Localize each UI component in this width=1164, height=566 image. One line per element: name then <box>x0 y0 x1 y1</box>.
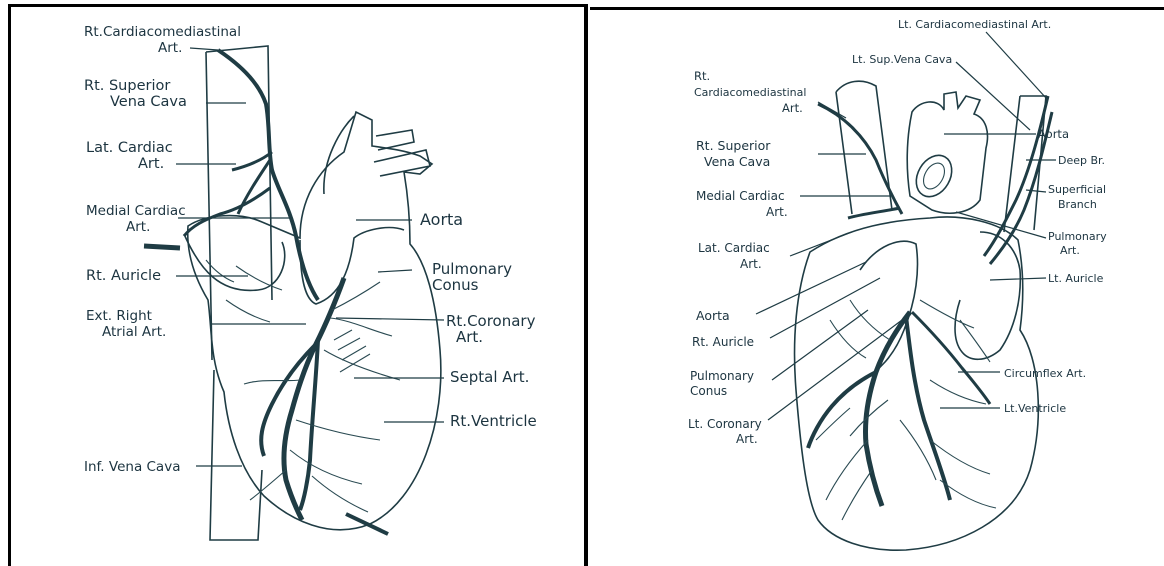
left-label-pulmonary-2: Conus <box>432 276 479 294</box>
right-pulmonary-cut-inner <box>919 159 949 192</box>
right-leader-rt-auricle <box>770 278 880 338</box>
left-label-lat-cardiac-2: Art. <box>138 156 164 172</box>
right-label-aorta-left: Aorta <box>696 308 730 323</box>
right-circumflex-art <box>912 312 990 404</box>
right-label-lat-cardiac-1: Lat. Cardiac <box>698 241 770 255</box>
right-rt-svc-outline <box>836 81 892 214</box>
right-pulmonary-cut <box>909 149 959 203</box>
right-label-lt-coronary-2: Art. <box>736 432 758 446</box>
right-leader-lat-cardiac <box>790 232 852 256</box>
left-small-branches <box>206 260 400 512</box>
right-leader-superficial <box>1026 190 1046 192</box>
right-label-medial-cardiac-1: Medial Cardiac <box>696 189 785 203</box>
left-label-ext-right-1: Ext. Right <box>86 308 152 324</box>
right-aorta-outline <box>907 92 987 213</box>
left-label-septal-art: Septal Art. <box>450 368 529 386</box>
right-label-rt-1: Rt. <box>694 69 710 83</box>
right-label-lt-sup-vc: Lt. Sup.Vena Cava <box>852 53 952 66</box>
right-leader-pulmonary-art <box>956 212 1046 238</box>
left-heart-outline <box>188 112 441 530</box>
left-heart-diagram: Rt.Cardiacomediastinal Art. Rt. Superior… <box>84 24 537 540</box>
left-leader-pulmonary <box>378 270 412 272</box>
right-lt-coronary-trunk <box>865 312 910 506</box>
left-label-medial-cardiac-2: Art. <box>126 219 150 235</box>
right-label-lat-cardiac-2: Art. <box>740 257 762 271</box>
left-label-inf-vena-cava: Inf. Vena Cava <box>84 459 180 475</box>
right-label-superficial-1: Superficial <box>1048 183 1106 196</box>
left-label-rt-cardiaco-1: Rt.Cardiacomediastinal <box>84 24 241 40</box>
right-leader-aorta-left <box>756 262 866 314</box>
right-pulmonary-conus-outline <box>860 241 918 380</box>
right-label-medial-cardiac-2: Art. <box>766 205 788 219</box>
right-label-pulmonary-1: Pulmonary <box>690 369 754 383</box>
right-label-rt-svc-2: Vena Cava <box>704 154 770 169</box>
right-label-lt-ventricle: Lt.Ventricle <box>1004 402 1066 415</box>
left-medial-cardiac-branch <box>184 188 270 236</box>
right-leader-rt-cardiaco <box>818 102 846 118</box>
left-label-rt-auricle: Rt. Auricle <box>86 268 161 284</box>
right-medial-cardiac-art <box>848 208 900 218</box>
right-label-rt-auricle: Rt. Auricle <box>692 335 754 349</box>
left-hatched-region <box>334 330 370 372</box>
left-auricle-stub <box>144 246 180 248</box>
right-label-pulmonary-art-2: Art. <box>1060 244 1080 257</box>
right-label-lt-auricle: Lt. Auricle <box>1048 272 1104 285</box>
left-label-rt-cardiaco-2: Art. <box>158 40 182 56</box>
right-leader-lt-cardiaco <box>986 32 1046 98</box>
right-heart-diagram: Lt. Cardiacomediastinal Art. Lt. Sup.Ven… <box>688 18 1107 550</box>
left-label-rt-ventricle: Rt.Ventricle <box>450 412 537 430</box>
left-label-rt-svc-1: Rt. Superior <box>84 78 170 94</box>
right-label-deep-br: Deep Br. <box>1058 154 1105 167</box>
right-leader-pulmonary <box>772 310 868 380</box>
left-leader-cardiaco <box>190 48 218 50</box>
left-leader-rt-coronary <box>336 318 444 320</box>
left-label-rt-coronary-2: Art. <box>456 328 483 346</box>
right-label-pulmonary-art-1: Pulmonary <box>1048 230 1107 243</box>
left-lat-cardiac-branch <box>232 152 272 214</box>
left-label-lat-cardiac-1: Lat. Cardiac <box>86 140 173 156</box>
right-label-rt-2: Cardiacomediastinal <box>694 86 806 99</box>
right-rt-cardiaco-art <box>818 104 902 214</box>
left-label-ext-right-2: Atrial Art. <box>102 324 166 340</box>
left-label-aorta: Aorta <box>420 210 463 229</box>
right-label-circumflex: Circumflex Art. <box>1004 367 1086 380</box>
left-label-medial-cardiac-1: Medial Cardiac <box>86 203 186 219</box>
right-label-pulmonary-2: Conus <box>690 384 727 398</box>
right-label-superficial-2: Branch <box>1058 198 1097 211</box>
left-label-rt-svc-2: Vena Cava <box>110 94 187 110</box>
right-small-branches <box>816 300 996 520</box>
right-leader-lt-auricle <box>990 278 1046 280</box>
right-label-aorta-right: Aorta <box>1038 127 1069 141</box>
right-label-rt-svc-1: Rt. Superior <box>696 138 771 153</box>
right-label-lt-cardiaco: Lt. Cardiacomediastinal Art. <box>898 18 1051 31</box>
right-label-rt-3: Art. <box>782 101 803 115</box>
right-label-lt-coronary-1: Lt. Coronary <box>688 417 762 431</box>
